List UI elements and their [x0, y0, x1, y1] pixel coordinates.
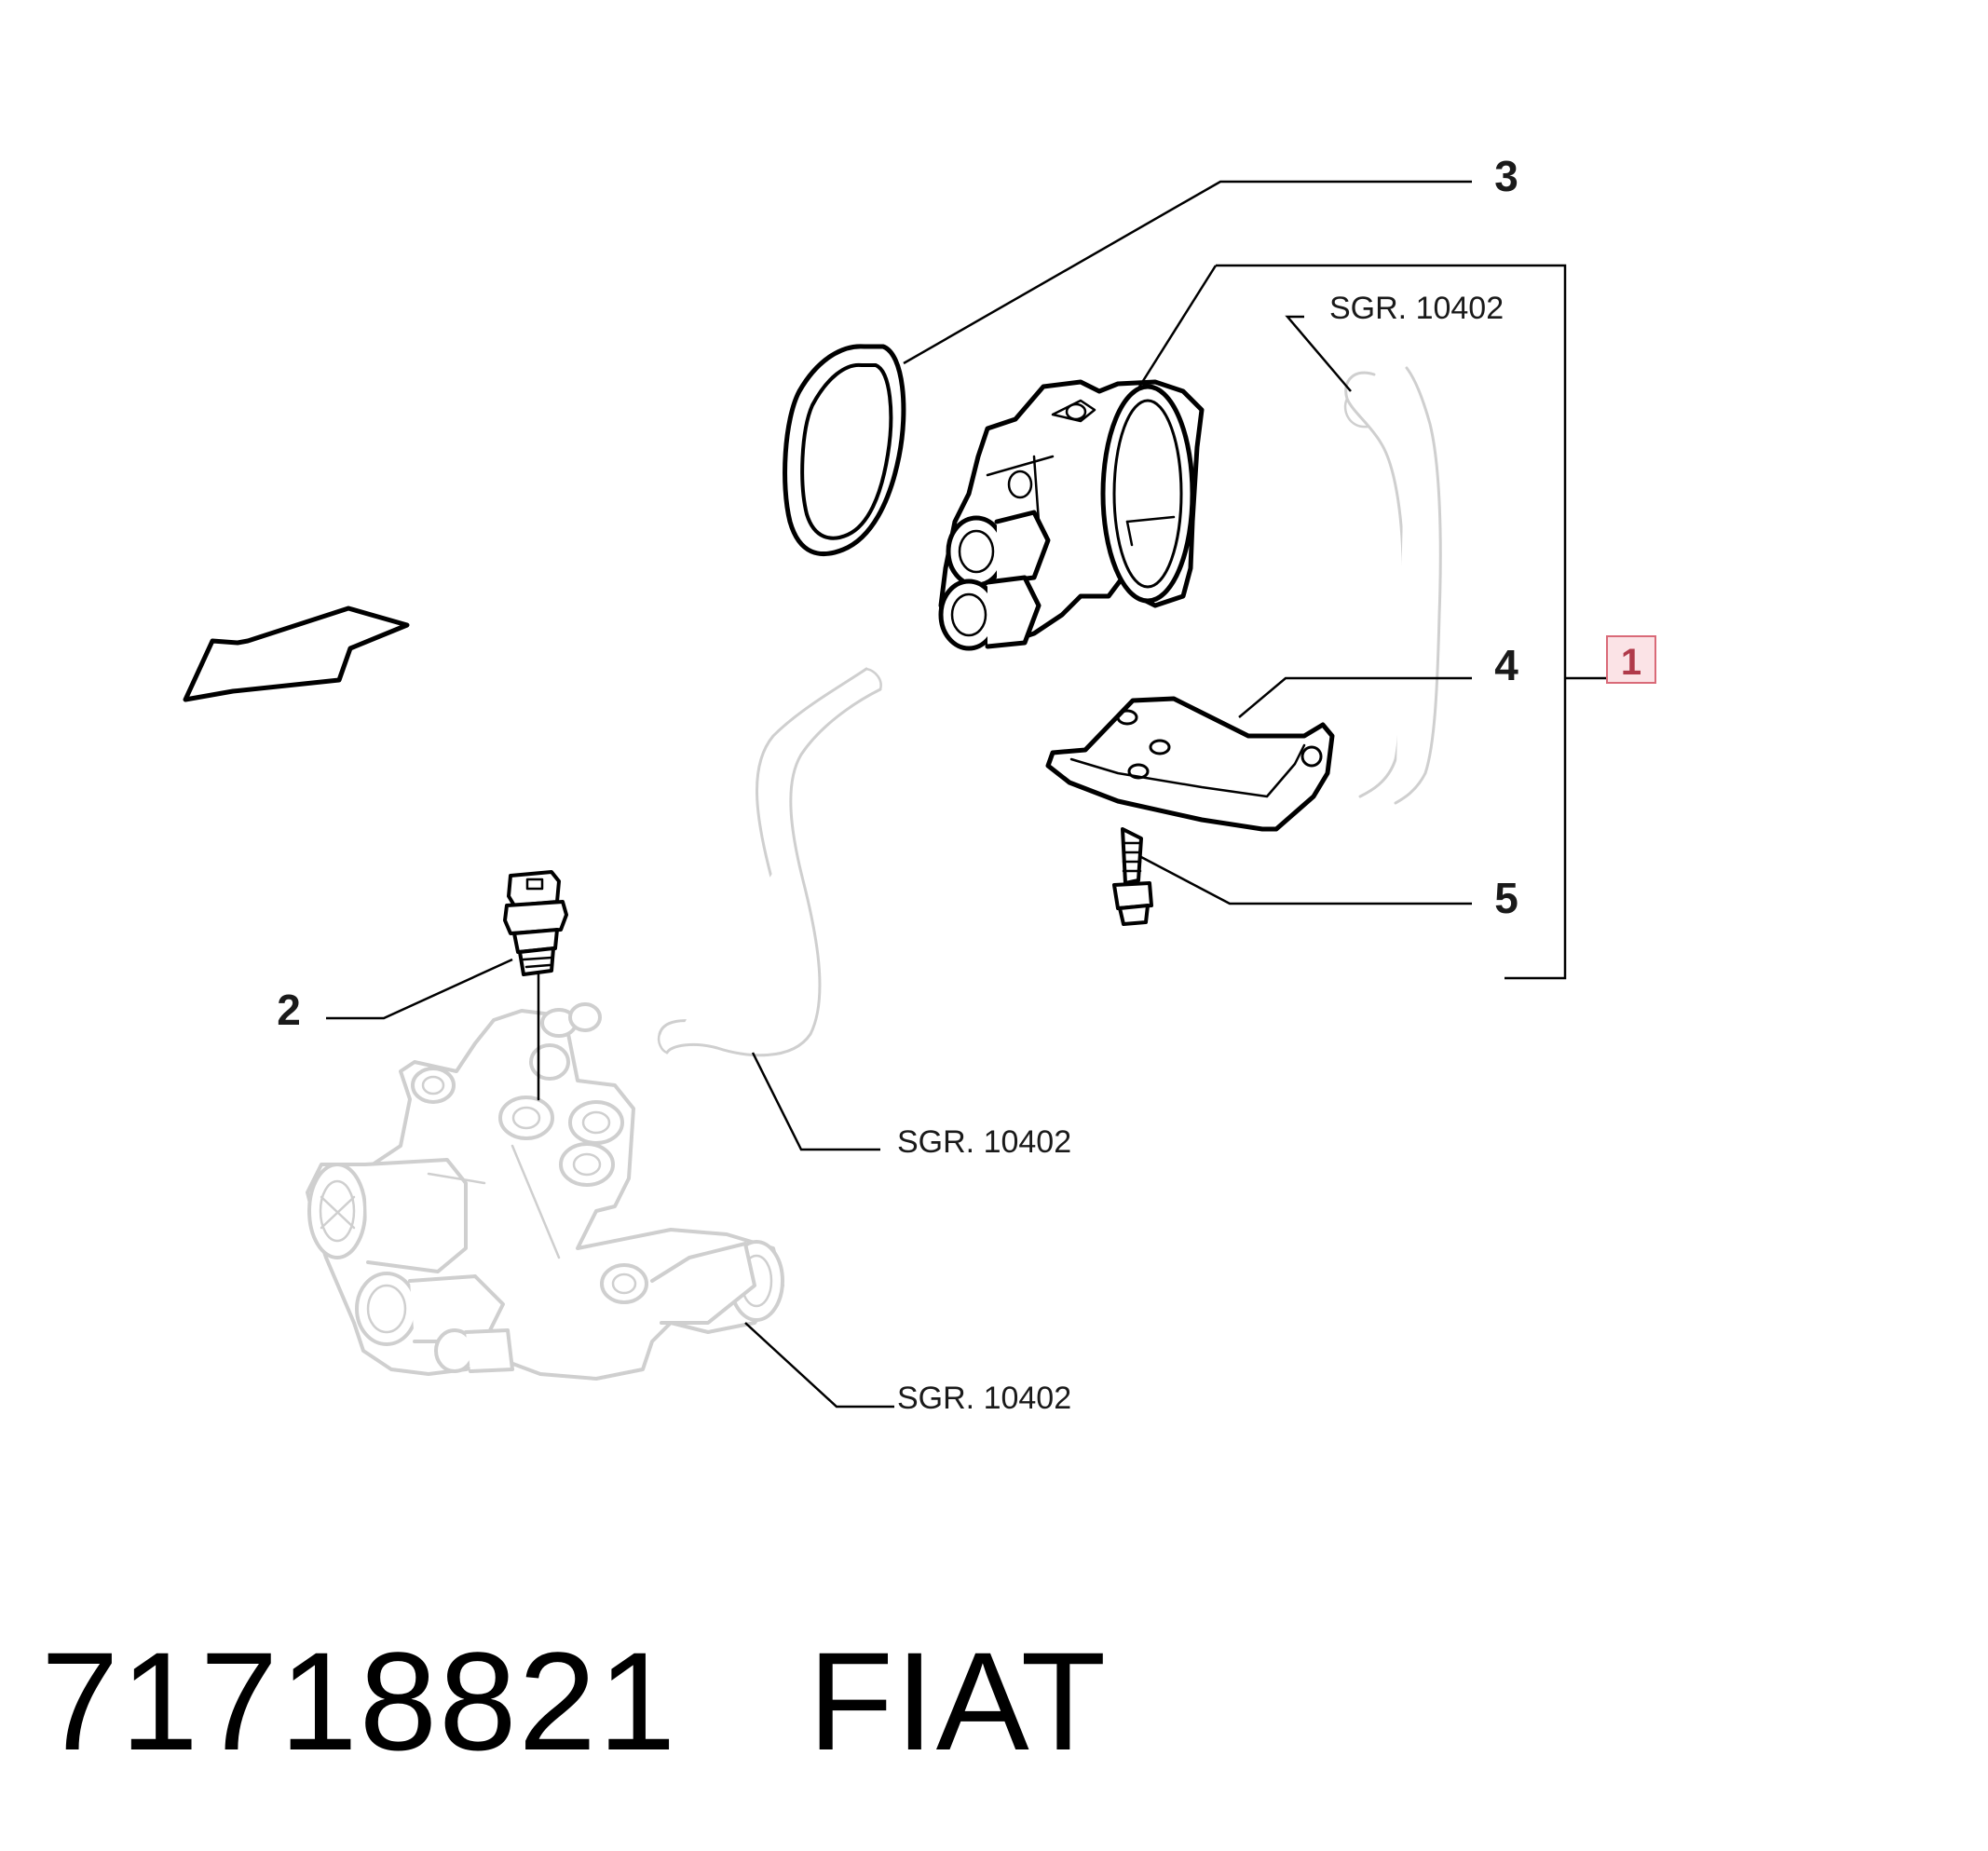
hose-upper-ghost: [1343, 366, 1442, 805]
callout-4: 4: [1494, 641, 1518, 689]
temperature-sensor: [503, 870, 568, 1101]
brand-name: FIAT: [808, 1623, 1109, 1779]
bolt: [1112, 827, 1153, 926]
callout-3: 3: [1494, 152, 1518, 200]
throttle-body: [938, 379, 1205, 651]
thermostat-housing-ghost: [306, 1002, 784, 1381]
hose-middle-ghost: [657, 667, 882, 1057]
bracket: [1045, 696, 1335, 832]
callout-1: 1: [1606, 635, 1656, 684]
part-number: 71718821: [41, 1623, 678, 1779]
callout-1-box: [1606, 635, 1656, 684]
reference-hose-top: SGR. 10402: [1329, 291, 1504, 326]
direction-arrow-icon: [183, 606, 410, 702]
callout-5: 5: [1494, 874, 1518, 922]
throttle-gasket: [783, 344, 906, 557]
reference-hose-middle: SGR. 10402: [897, 1124, 1071, 1160]
leader-lines: [326, 180, 1607, 1409]
callout-1-label: 1: [1621, 642, 1641, 683]
footer: 71718821 FIAT: [41, 1621, 1108, 1782]
reference-thermostat: SGR. 10402: [897, 1381, 1071, 1416]
callout-2: 2: [277, 986, 301, 1034]
